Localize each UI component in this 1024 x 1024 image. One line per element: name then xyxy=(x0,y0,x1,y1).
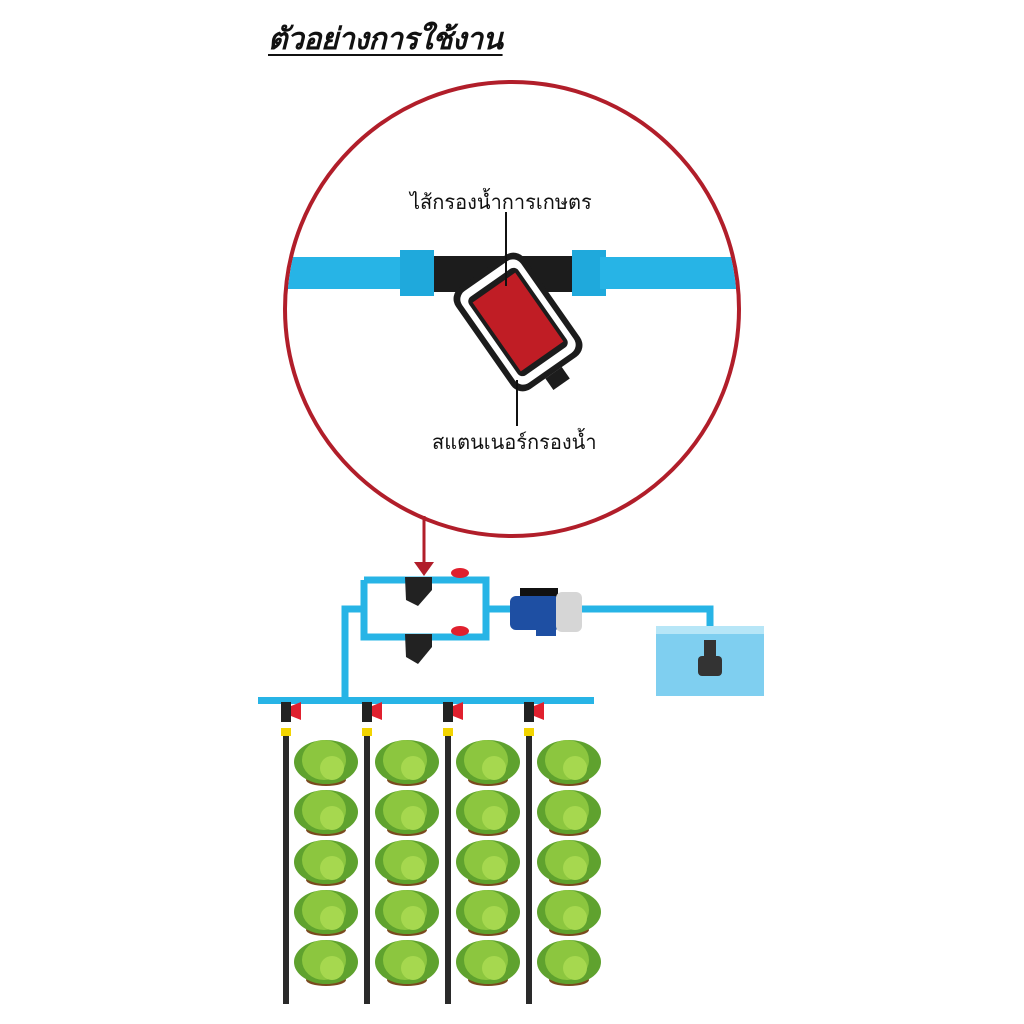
zoom-detail xyxy=(287,250,737,392)
lettuce-plant xyxy=(537,790,601,836)
lettuce-plant xyxy=(456,790,520,836)
drip-line xyxy=(524,702,544,1004)
drip-tube xyxy=(283,736,289,1004)
valve-handle xyxy=(534,702,544,720)
arrow-head xyxy=(414,562,434,576)
lettuce-plant xyxy=(537,940,601,986)
lettuce-plant xyxy=(294,840,358,886)
filter-2 xyxy=(405,634,432,664)
lettuce-plant xyxy=(375,940,439,986)
foot-valve xyxy=(698,656,722,676)
lettuce-plant xyxy=(294,740,358,786)
drip-line xyxy=(362,702,382,1004)
water-tank xyxy=(656,626,764,696)
lettuce-plant xyxy=(294,940,358,986)
filter-cartridge xyxy=(472,272,564,372)
valve-1 xyxy=(451,568,469,578)
pipe-right xyxy=(600,257,737,289)
coupling-left xyxy=(400,250,434,296)
lettuce-plant xyxy=(537,890,601,936)
water-pump xyxy=(510,588,582,636)
coupling xyxy=(443,728,453,736)
drip-tube xyxy=(526,736,532,1004)
valve-body xyxy=(524,702,534,722)
coupling xyxy=(362,728,372,736)
lettuce-plant xyxy=(456,740,520,786)
valve-body xyxy=(362,702,372,722)
valve-handle xyxy=(291,702,301,720)
drip-tube xyxy=(364,736,370,1004)
lettuce-plant xyxy=(537,740,601,786)
lettuce-plant xyxy=(294,790,358,836)
drip-line xyxy=(443,702,463,1004)
lettuce-plant xyxy=(375,840,439,886)
lettuce-plant xyxy=(456,890,520,936)
header-pipe xyxy=(258,697,594,704)
drip-line xyxy=(281,702,301,1004)
valve-2 xyxy=(451,626,469,636)
coupling xyxy=(524,728,534,736)
filter-cartridge-label: ไส้กรองน้ำการเกษตร xyxy=(410,190,592,214)
valve-body xyxy=(443,702,453,722)
valve-body xyxy=(281,702,291,722)
coupling xyxy=(281,728,291,736)
drip-lines xyxy=(281,702,601,1004)
lettuce-plant xyxy=(294,890,358,936)
strainer-label: สแตนเนอร์กรองน้ำ xyxy=(432,430,597,454)
filter-1 xyxy=(405,577,432,606)
filter-strainer xyxy=(453,252,583,392)
valve-handle xyxy=(453,702,463,720)
pipe-left xyxy=(287,257,405,289)
valve-handle xyxy=(372,702,382,720)
lettuce-plant xyxy=(456,840,520,886)
lettuce-plant xyxy=(375,790,439,836)
lettuce-plant xyxy=(537,840,601,886)
lettuce-plant xyxy=(456,940,520,986)
page-title: ตัวอย่างการใช้งาน xyxy=(268,22,503,57)
lettuce-plant xyxy=(375,740,439,786)
manifold xyxy=(341,576,714,698)
lettuce-plant xyxy=(375,890,439,936)
drip-tube xyxy=(445,736,451,1004)
